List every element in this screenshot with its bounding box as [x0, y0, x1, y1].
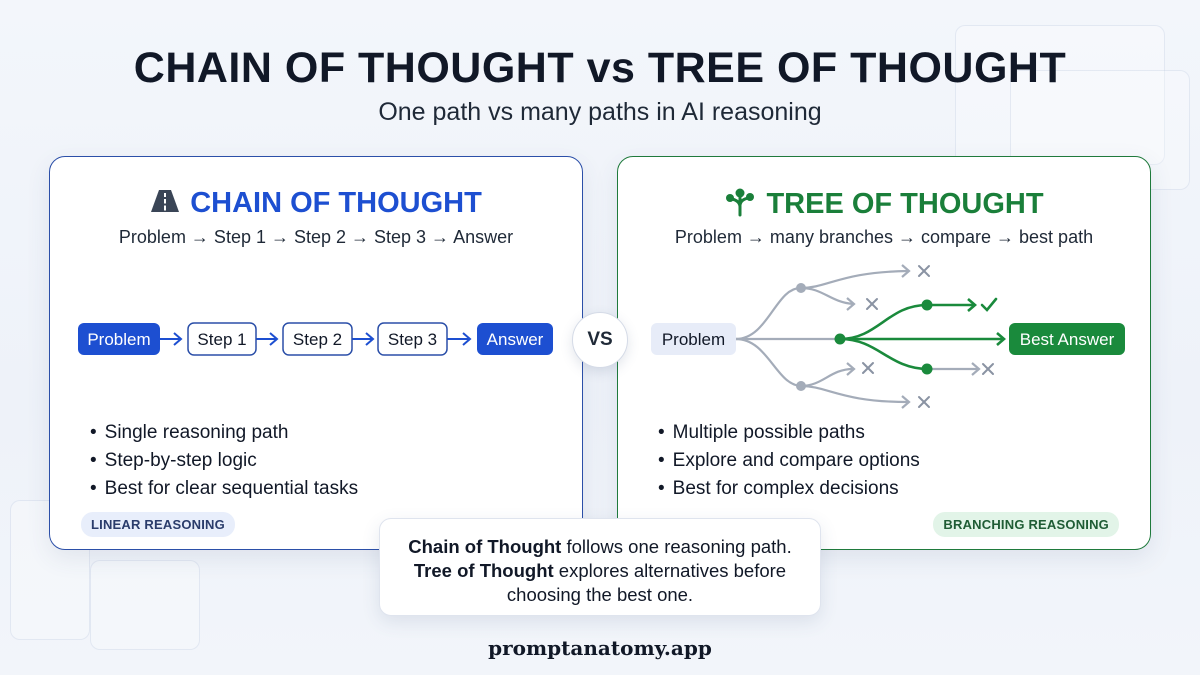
tree-of-thought-panel: TREE OF THOUGHT Problem → many branches … [617, 156, 1151, 550]
tree-icon [724, 187, 756, 222]
chain-node-answer: Answer [477, 323, 553, 355]
tree-diagram: Problem Best Answer [651, 264, 1125, 409]
list-item: Single reasoning path [90, 419, 358, 447]
close-icon [918, 265, 930, 277]
chain-node-label: Answer [487, 330, 544, 349]
chain-panel-title: CHAIN OF THOUGHT [190, 187, 482, 219]
close-icon [862, 362, 874, 374]
decision-point [921, 363, 933, 375]
close-icon [982, 363, 994, 375]
summary-text: choosing the best one. [506, 584, 694, 605]
summary-cot-label: Chain of Thought [408, 536, 562, 557]
rejected-branch-icons [862, 265, 994, 408]
tree-panel-title: TREE OF THOUGHT [766, 188, 1044, 220]
chain-node-problem: Problem [78, 323, 160, 355]
close-icon [918, 396, 930, 408]
linear-reasoning-badge: LINEAR REASONING [81, 512, 235, 537]
decision-point [921, 299, 933, 311]
chain-node-label: Step 2 [293, 330, 342, 349]
close-icon [866, 298, 878, 310]
branch-arrowheads [846, 264, 981, 409]
chain-node-label: Problem [87, 330, 150, 349]
chain-node-label: Step 1 [197, 330, 246, 349]
page-subtitle: One path vs many paths in AI reasoning [378, 98, 822, 126]
summary-text: explores alternatives before [553, 560, 787, 581]
summary-card: Chain of Thought follows one reasoning p… [379, 518, 821, 616]
chain-node-step-2: Step 2 [282, 322, 353, 356]
decision-point [796, 283, 806, 293]
chain-node-label: Step 3 [388, 330, 437, 349]
background-decoration [955, 25, 1165, 165]
chain-diagram: Problem Step 1 Step 2 Step 3 Answer [78, 322, 553, 356]
list-item: Multiple possible paths [658, 419, 920, 447]
best-path-arrowheads [967, 298, 1006, 346]
tree-bullet-list: Multiple possible paths Explore and comp… [658, 419, 920, 503]
tree-node-label: Problem [662, 330, 725, 349]
explored-branches [734, 269, 980, 404]
summary-text: follows one reasoning path. [561, 536, 792, 557]
page-title: CHAIN OF THOUGHT vs TREE OF THOUGHT [133, 44, 1067, 92]
best-path [838, 303, 1005, 371]
tree-node-problem: Problem [651, 323, 736, 355]
chain-flow-summary: Problem → Step 1 → Step 2 → Step 3 → Ans… [118, 227, 514, 247]
list-item: Explore and compare options [658, 447, 920, 475]
list-item: Step-by-step logic [90, 447, 358, 475]
decision-point [834, 333, 846, 345]
tree-node-best-answer: Best Answer [1009, 323, 1125, 355]
list-item: Best for clear sequential tasks [90, 475, 358, 503]
list-item: Best for complex decisions [658, 475, 920, 503]
chain-of-thought-panel: CHAIN OF THOUGHT Problem → Step 1 → Step… [49, 156, 583, 550]
chain-bullet-list: Single reasoning path Step-by-step logic… [90, 419, 358, 503]
chain-node-step-3: Step 3 [377, 322, 448, 356]
tree-flow-summary: Problem → many branches → compare → best… [674, 227, 1094, 247]
tree-node-label: Best Answer [1020, 330, 1115, 349]
summary-tot-label: Tree of Thought [413, 560, 554, 581]
check-icon [980, 297, 998, 312]
vs-badge: VS [572, 312, 628, 368]
decision-point [796, 381, 806, 391]
site-footer: promptanatomy.app [488, 636, 712, 660]
branching-reasoning-badge: BRANCHING REASONING [933, 512, 1119, 537]
background-decoration [90, 560, 200, 650]
chain-node-step-1: Step 1 [187, 322, 257, 356]
road-icon [150, 188, 180, 219]
